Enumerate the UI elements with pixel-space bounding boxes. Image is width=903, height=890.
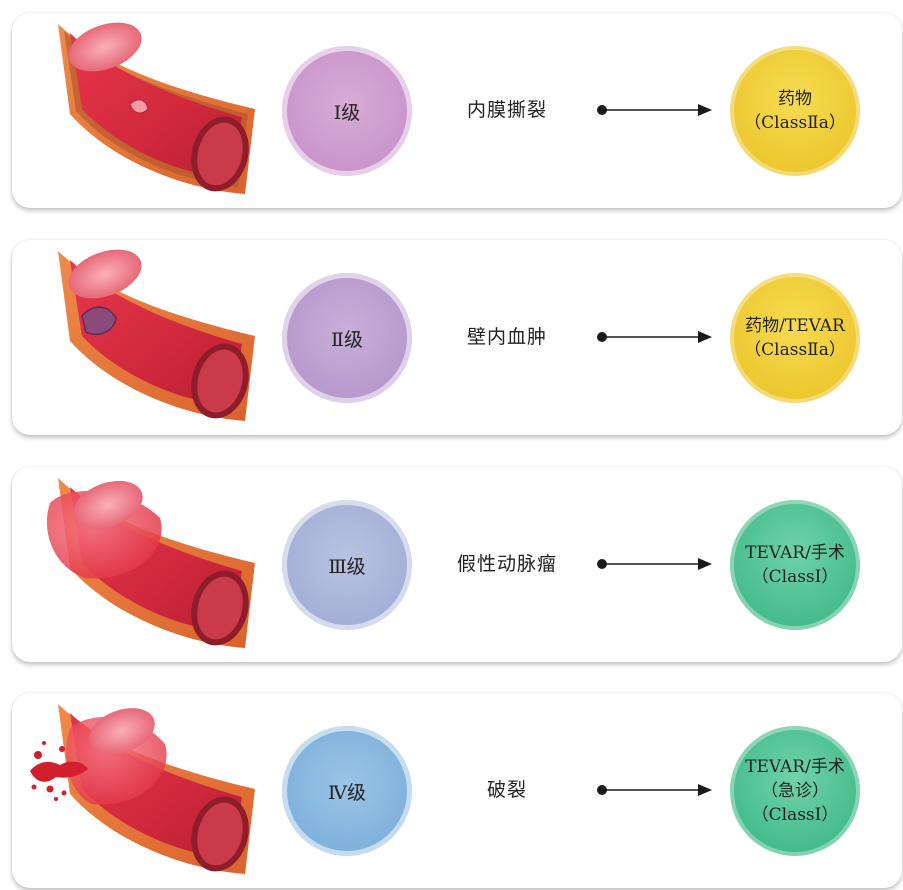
arrow-icon — [594, 782, 714, 798]
arrow-icon — [594, 102, 714, 118]
treatment-circle: TEVAR/手术 （ClassⅠ） — [730, 500, 860, 630]
lesion-term: 破裂 — [432, 775, 582, 802]
treatment-line: TEVAR/手术 — [745, 755, 845, 779]
lesion-term: 内膜撕裂 — [432, 95, 582, 122]
lesion-term: 壁内血肿 — [432, 322, 582, 349]
treatment-line: 药物 — [778, 87, 812, 111]
treatment-line: （ClassⅡa） — [744, 338, 846, 362]
vessel-intimal-tear-illustration — [30, 19, 270, 199]
vessel-pseudoaneurysm-illustration — [30, 473, 270, 653]
grade-circle: Ⅰ级 — [282, 46, 412, 176]
grade-row-2: Ⅱ级 壁内血肿 药物/TEVAR （ClassⅡa） — [12, 240, 902, 435]
treatment-line: （ClassⅠ） — [752, 803, 839, 827]
treatment-circle: 药物/TEVAR （ClassⅡa） — [730, 273, 860, 403]
treatment-line: （ClassⅡa） — [744, 111, 846, 135]
treatment-circle: TEVAR/手术 （急诊） （ClassⅠ） — [730, 726, 860, 856]
vessel-rupture-illustration — [30, 699, 270, 879]
grade-row-1: Ⅰ级 内膜撕裂 药物 （ClassⅡa） — [12, 13, 902, 208]
treatment-line: 药物/TEVAR — [745, 314, 845, 338]
arrow-icon — [594, 329, 714, 345]
treatment-circle: 药物 （ClassⅡa） — [730, 46, 860, 176]
grade-row-4: Ⅳ级 破裂 TEVAR/手术 （急诊） （ClassⅠ） — [12, 693, 902, 888]
treatment-line: （ClassⅠ） — [752, 565, 839, 589]
arrow-icon — [594, 556, 714, 572]
grade-row-3: Ⅲ级 假性动脉瘤 TEVAR/手术 （ClassⅠ） — [12, 467, 902, 662]
vessel-intramural-hematoma-illustration — [30, 246, 270, 426]
treatment-line: TEVAR/手术 — [745, 541, 845, 565]
grade-circle: Ⅱ级 — [282, 273, 412, 403]
grade-circle: Ⅲ级 — [282, 500, 412, 630]
lesion-term: 假性动脉瘤 — [432, 549, 582, 576]
grade-circle: Ⅳ级 — [282, 726, 412, 856]
treatment-line: （急诊） — [761, 779, 829, 803]
